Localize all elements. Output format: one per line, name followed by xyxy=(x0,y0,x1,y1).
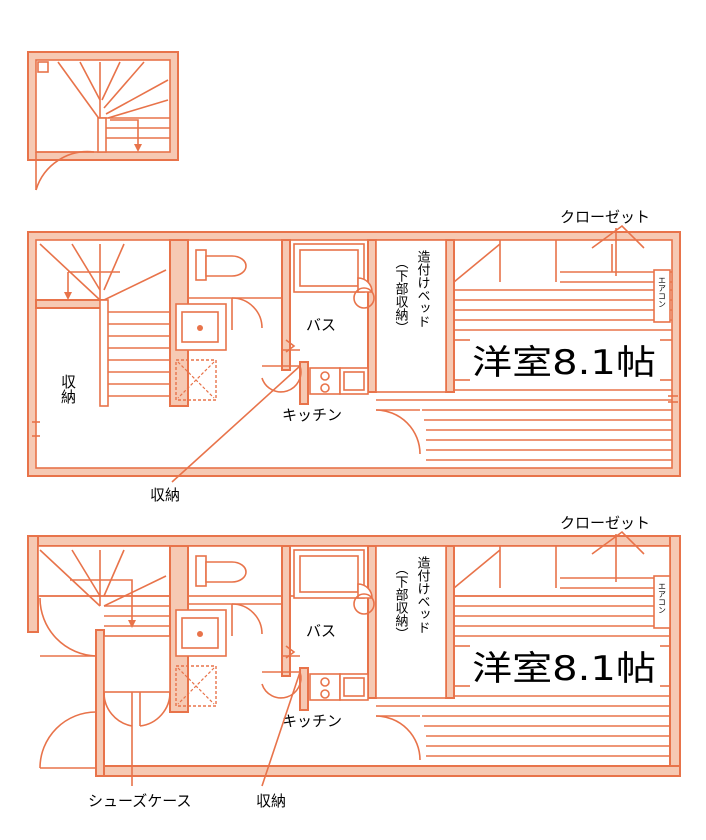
bathtub xyxy=(293,549,375,615)
stair-arrow-icon xyxy=(70,579,133,624)
storage-callout: 収納 xyxy=(150,486,180,504)
stove-icon xyxy=(309,367,341,395)
toilet-icon xyxy=(188,555,282,605)
closet-label: クローゼット xyxy=(560,208,650,226)
kitchen-label: キッチン xyxy=(282,406,342,424)
kitchen-label: キッチン xyxy=(282,712,342,730)
plan-2: バス キッチン 造付けベッド （下部収納） xyxy=(27,514,681,810)
flooring xyxy=(376,289,672,461)
bed-sub-label: （下部収納） xyxy=(393,562,409,640)
storage-callout: 収納 xyxy=(256,792,286,810)
room-label: 洋室8.1帖 xyxy=(472,649,656,689)
washer-pan xyxy=(175,665,217,707)
stairs xyxy=(39,549,170,628)
washer-pan xyxy=(175,359,217,401)
bathtub xyxy=(293,243,375,309)
bath-label: バス xyxy=(306,316,336,334)
stove-icon xyxy=(309,673,341,701)
storage-label: 収納 xyxy=(59,374,77,405)
closet-label: クローゼット xyxy=(560,514,650,532)
sink-icon xyxy=(339,367,369,395)
room-label: 洋室8.1帖 xyxy=(472,343,656,383)
aircon-label: エアコン xyxy=(658,582,667,614)
plan-1: 収納 バス xyxy=(27,208,681,504)
door-swing-icon xyxy=(39,597,97,657)
washer-icon xyxy=(175,303,227,351)
door-swing-icon xyxy=(375,715,421,761)
door-swing-icon xyxy=(231,603,263,635)
door-swing-icon xyxy=(35,150,95,191)
bed-sub-label: （下部収納） xyxy=(393,256,409,334)
stairs xyxy=(39,243,170,407)
bed-label: 造付けベッド xyxy=(415,556,431,634)
stair-arrow-icon xyxy=(110,119,139,148)
door-swing-icon xyxy=(103,691,133,727)
bed-label: 造付けベッド xyxy=(415,250,431,328)
stair-landing-plan xyxy=(27,51,179,191)
door-swing-icon xyxy=(39,711,97,769)
flooring xyxy=(376,595,670,757)
toilet-icon xyxy=(188,249,282,299)
shoe-case-label: シューズケース xyxy=(88,792,192,810)
closet xyxy=(453,530,670,589)
bath-label: バス xyxy=(306,622,336,640)
washer-icon xyxy=(175,609,227,657)
aircon-label: エアコン xyxy=(658,276,667,308)
door-swing-icon xyxy=(231,297,263,329)
sink-icon xyxy=(339,673,369,701)
